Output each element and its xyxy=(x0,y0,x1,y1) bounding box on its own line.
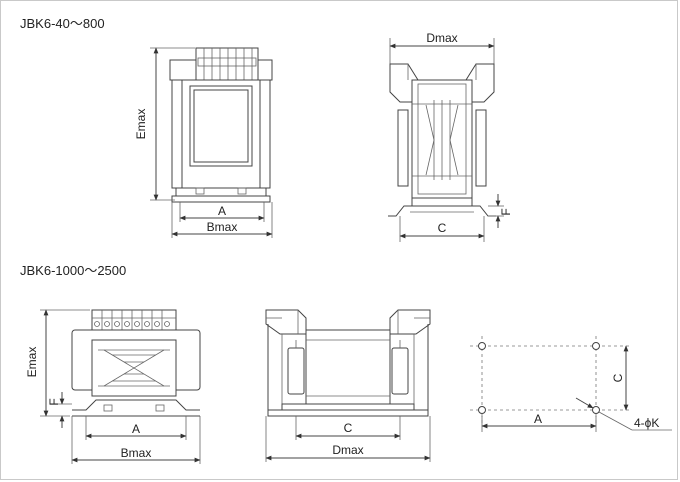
label-a-bottom: A xyxy=(132,422,140,436)
mounting-hole-pattern xyxy=(470,336,672,432)
bottom-front-view xyxy=(40,309,201,464)
label-a-holes: A xyxy=(534,412,542,426)
title-top-series: JBK6-40～800 xyxy=(20,16,105,31)
top-side-view xyxy=(388,38,504,242)
mounting-hole xyxy=(592,342,600,350)
label-c-bottom: C xyxy=(344,421,353,435)
label-hole-spec: 4-ϕK xyxy=(634,416,659,430)
label-c-top: C xyxy=(438,221,447,235)
label-f-top: F xyxy=(499,208,513,215)
mounting-hole xyxy=(478,406,486,414)
label-emax-bottom: Emax xyxy=(25,347,39,378)
label-f-bottom: F xyxy=(47,398,61,405)
top-front-view xyxy=(150,47,273,238)
label-dmax-bottom: Dmax xyxy=(332,443,363,457)
label-dmax-top: Dmax xyxy=(426,31,457,45)
bottom-side-view xyxy=(265,309,431,462)
label-c-holes: C xyxy=(611,373,625,382)
mounting-hole xyxy=(592,406,600,414)
label-bmax-top: Bmax xyxy=(207,220,238,234)
label-emax-top: Emax xyxy=(134,109,148,140)
label-a-top: A xyxy=(218,204,226,218)
mounting-hole xyxy=(478,342,486,350)
label-bmax-bottom: Bmax xyxy=(121,446,152,460)
title-bottom-series: JBK6-1000～2500 xyxy=(20,263,126,278)
